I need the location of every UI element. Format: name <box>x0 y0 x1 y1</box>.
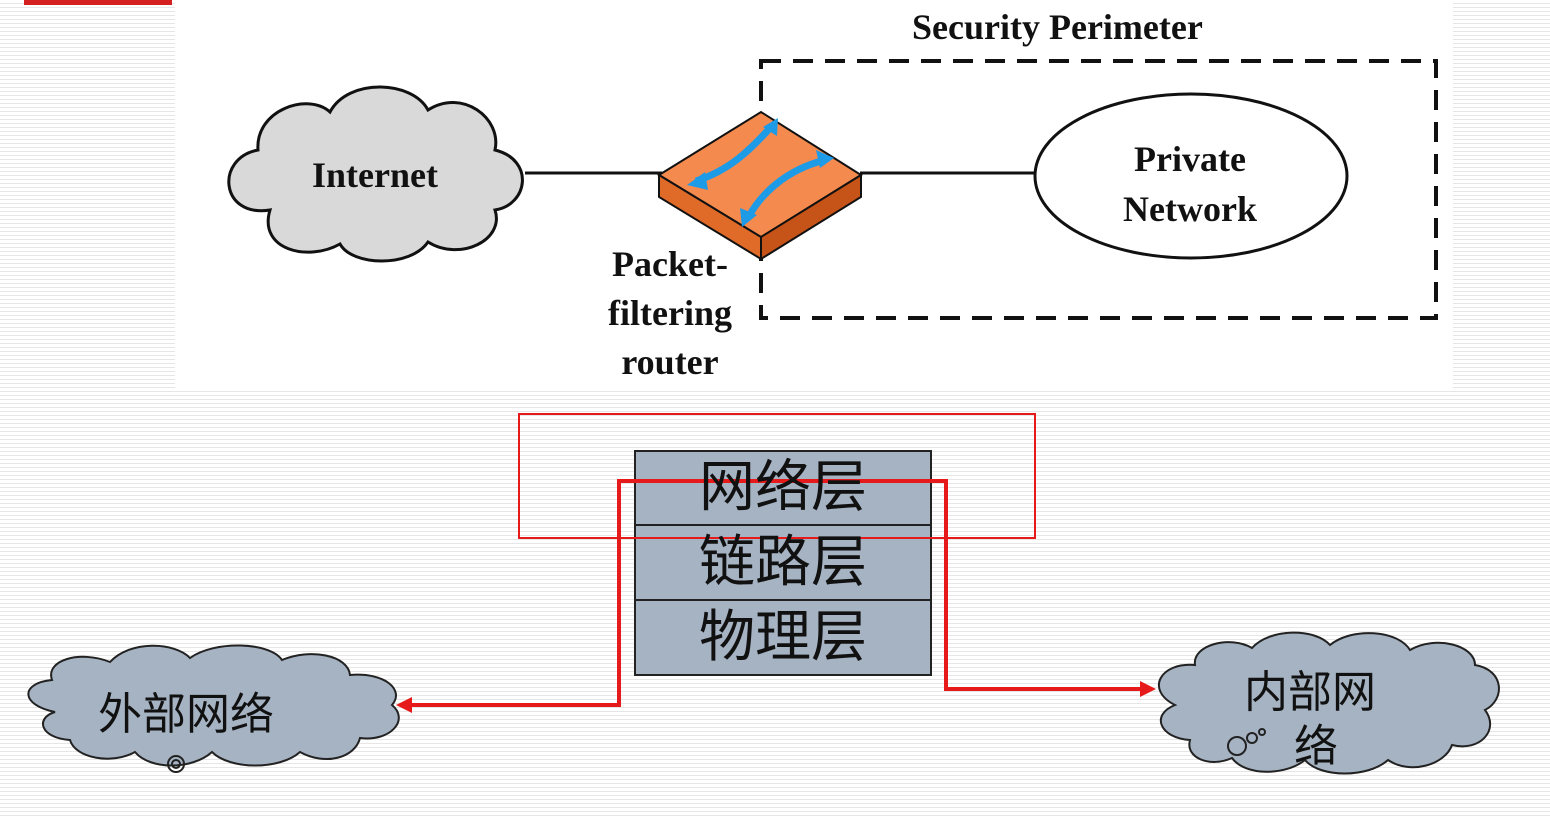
internet-cloud-icon <box>227 85 524 263</box>
network-layer-label: 网络层 <box>699 455 867 520</box>
arrow-right-icon <box>1140 681 1156 697</box>
private-network-label: Private Network <box>1050 134 1330 234</box>
private-network-label-line2: Network <box>1123 189 1257 229</box>
internal-network-label: 内部网 络 <box>1244 666 1376 774</box>
link-layer-label: 链路层 <box>699 530 867 595</box>
physical-layer-label: 物理层 <box>699 605 867 670</box>
internal-network-label-line2: 络 <box>1294 721 1338 772</box>
accent-bar <box>24 0 172 5</box>
packet-path-line <box>408 479 1143 707</box>
internal-network-label-line1: 内部网 <box>1244 667 1376 718</box>
router-label-line3: router <box>621 342 719 382</box>
private-network-label-line1: Private <box>1134 139 1246 179</box>
physical-layer-box <box>634 599 932 676</box>
bubble-icon <box>167 728 1266 773</box>
router-label-line2: filtering <box>608 293 732 333</box>
router-label-line1: Packet- <box>612 244 728 284</box>
security-perimeter-title: Security Perimeter <box>912 7 1203 47</box>
network-layer-box <box>634 450 932 526</box>
router-icon <box>657 110 863 261</box>
internet-label: Internet <box>312 155 438 195</box>
internal-network-cloud-icon <box>1157 631 1500 775</box>
network-layer-highlight <box>518 413 1036 539</box>
private-network-ellipse <box>1033 92 1349 260</box>
arrow-left-icon <box>396 697 412 713</box>
external-network-cloud-icon <box>27 644 400 767</box>
external-network-label: 外部网络 <box>98 689 274 740</box>
router-label: Packet- filtering router <box>570 240 770 387</box>
